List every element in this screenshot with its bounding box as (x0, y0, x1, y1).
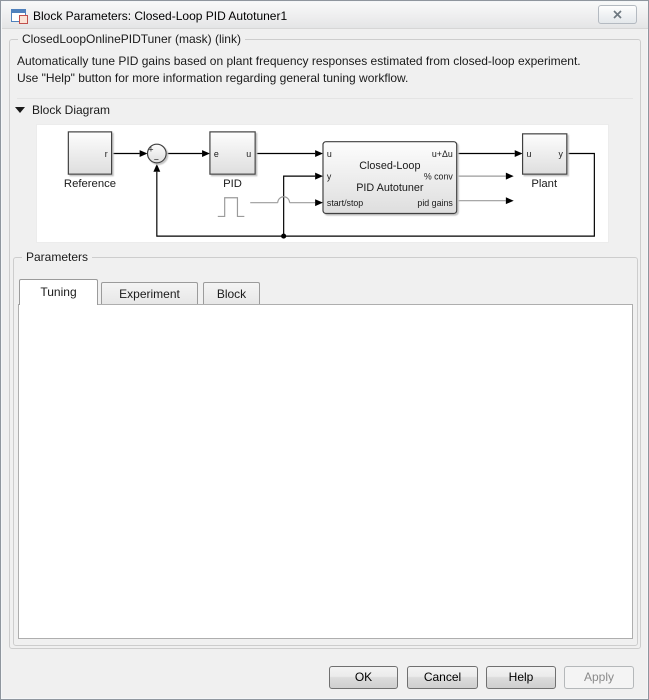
tab-tuning[interactable]: Tuning (19, 279, 98, 305)
plant-out-port: y (558, 149, 563, 159)
autotuner-out-conv: % conv (424, 172, 454, 182)
pid-out-port: u (246, 149, 251, 159)
plant-label: Plant (531, 178, 558, 190)
block-diagram-svg: r Reference + − e u PID Closed-Loop PID … (64, 131, 595, 239)
mask-description-frame: ClosedLoopOnlinePIDTuner (mask) (link) (9, 32, 641, 649)
cancel-button[interactable]: Cancel (407, 666, 478, 689)
autotuner-title-1: Closed-Loop (359, 160, 420, 172)
block-diagram-toggle[interactable]: Block Diagram (15, 102, 110, 118)
reference-out-port: r (105, 149, 108, 159)
autotuner-title-2: PID Autotuner (356, 182, 424, 194)
plant-in-port: u (527, 149, 532, 159)
tuning-tab-panel (18, 304, 633, 639)
mask-description-line2: Use "Help" button for more information r… (17, 71, 409, 85)
block-diagram-canvas: r Reference + − e u PID Closed-Loop PID … (36, 124, 609, 243)
autotuner-in-y: y (327, 172, 332, 182)
block-parameters-icon (11, 9, 28, 24)
plant-block (521, 133, 568, 175)
sum-minus-sign: − (154, 154, 159, 164)
autotuner-out-gains: pid gains (417, 198, 453, 208)
mask-description-line1: Automatically tune PID gains based on pl… (17, 54, 581, 68)
apply-button: Apply (564, 666, 634, 689)
parameters-label: Parameters (22, 250, 93, 264)
parameters-frame: Parameters (13, 250, 638, 646)
pid-label: PID (223, 178, 242, 190)
description-separator (17, 98, 633, 99)
autotuner-block (322, 141, 458, 215)
help-button[interactable]: Help (486, 666, 556, 689)
autotuner-in-startstop: start/stop (327, 198, 363, 208)
title-bar[interactable]: Block Parameters: Closed-Loop PID Autotu… (2, 2, 648, 29)
ok-button[interactable]: OK (329, 666, 398, 689)
pid-in-port: e (214, 149, 219, 159)
sum-plus-sign: + (148, 145, 153, 155)
close-icon (613, 10, 622, 19)
sum-block (146, 143, 167, 164)
tab-experiment[interactable]: Experiment (101, 282, 198, 305)
block-diagram-header: Block Diagram (32, 103, 111, 117)
pulse-source-icon (217, 197, 245, 218)
reference-block (67, 131, 113, 175)
reference-label: Reference (64, 178, 116, 190)
autotuner-in-u: u (327, 149, 332, 159)
pid-block (209, 131, 256, 175)
window-title: Block Parameters: Closed-Loop PID Autotu… (33, 9, 288, 23)
mask-name-label: ClosedLoopOnlinePIDTuner (mask) (link) (18, 32, 245, 46)
autotuner-out-udu: u+Δu (432, 149, 453, 159)
close-button[interactable] (598, 5, 637, 24)
collapse-triangle-icon (15, 107, 25, 113)
branch-dot (281, 233, 287, 239)
tab-block[interactable]: Block (203, 282, 260, 305)
